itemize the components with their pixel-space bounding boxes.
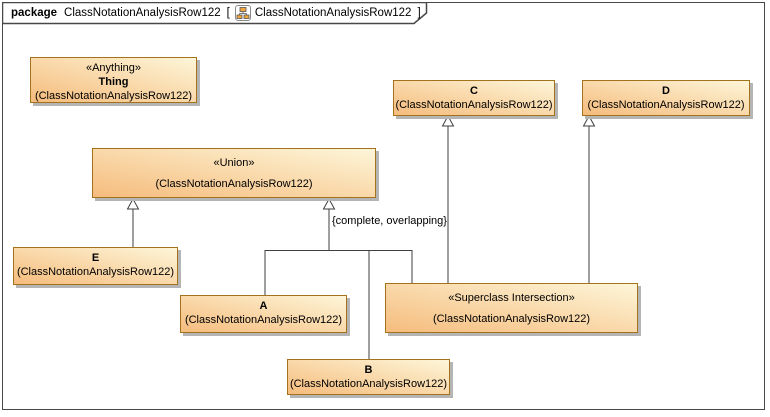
class-name: Thing bbox=[98, 76, 129, 88]
close-bracket: ] bbox=[417, 6, 421, 19]
generalization-si-to-d[interactable] bbox=[582, 114, 596, 283]
class-box-b[interactable]: B (ClassNotationAnalysisRow122) bbox=[287, 359, 450, 395]
class-box-e[interactable]: E (ClassNotationAnalysisRow122) bbox=[13, 247, 178, 285]
generalization-arrowhead bbox=[126, 197, 140, 210]
generalization-arrowhead bbox=[322, 197, 336, 210]
frame-name-tab bbox=[2, 2, 428, 25]
class-name: C bbox=[470, 85, 478, 97]
class-qualifier: (ClassNotationAnalysisRow122) bbox=[395, 99, 553, 111]
class-qualifier: (ClassNotationAnalysisRow122) bbox=[184, 314, 343, 326]
stereotype-label: «Anything» bbox=[85, 62, 142, 74]
generalization-set-constraint: {complete, overlapping} bbox=[332, 215, 447, 227]
class-qualifier: (ClassNotationAnalysisRow122) bbox=[587, 99, 745, 111]
class-box-a[interactable]: A (ClassNotationAnalysisRow122) bbox=[180, 295, 347, 333]
package-name: ClassNotationAnalysisRow122 bbox=[64, 6, 221, 19]
class-box-union[interactable]: «Union» (ClassNotationAnalysisRow122) bbox=[92, 148, 376, 198]
class-box-superclass-intersection[interactable]: «Superclass Intersection» (ClassNotation… bbox=[385, 283, 638, 333]
class-name: B bbox=[364, 364, 373, 376]
class-qualifier: (ClassNotationAnalysisRow122) bbox=[432, 313, 591, 325]
open-bracket: [ bbox=[226, 6, 230, 19]
frame-header: package ClassNotationAnalysisRow122 [ Cl… bbox=[2, 3, 422, 22]
stereotype-label: «Union» bbox=[213, 157, 255, 169]
generalization-arrowhead bbox=[441, 114, 455, 127]
class-qualifier: (ClassNotationAnalysisRow122) bbox=[155, 178, 313, 190]
class-box-d[interactable]: D (ClassNotationAnalysisRow122) bbox=[582, 80, 750, 116]
class-name: D bbox=[662, 85, 670, 97]
generalization-e-to-union[interactable] bbox=[126, 197, 140, 247]
package-keyword: package bbox=[11, 6, 58, 19]
generalization-arrowhead bbox=[582, 114, 596, 127]
class-qualifier: (ClassNotationAnalysisRow122) bbox=[289, 378, 448, 390]
generalization-set-to-union[interactable] bbox=[264, 197, 413, 359]
class-box-c[interactable]: C (ClassNotationAnalysisRow122) bbox=[393, 80, 555, 116]
class-qualifier: (ClassNotationAnalysisRow122) bbox=[16, 266, 175, 278]
stereotype-label: «Superclass Intersection» bbox=[448, 292, 575, 304]
class-box-thing[interactable]: «Anything» Thing (ClassNotationAnalysisR… bbox=[30, 57, 197, 103]
generalization-si-to-c[interactable] bbox=[441, 114, 455, 283]
class-diagram-icon bbox=[234, 4, 251, 21]
class-name: A bbox=[259, 300, 268, 312]
class-name: E bbox=[91, 252, 100, 264]
class-qualifier: (ClassNotationAnalysisRow122) bbox=[34, 90, 193, 102]
diagram-name: ClassNotationAnalysisRow122 bbox=[254, 6, 412, 19]
